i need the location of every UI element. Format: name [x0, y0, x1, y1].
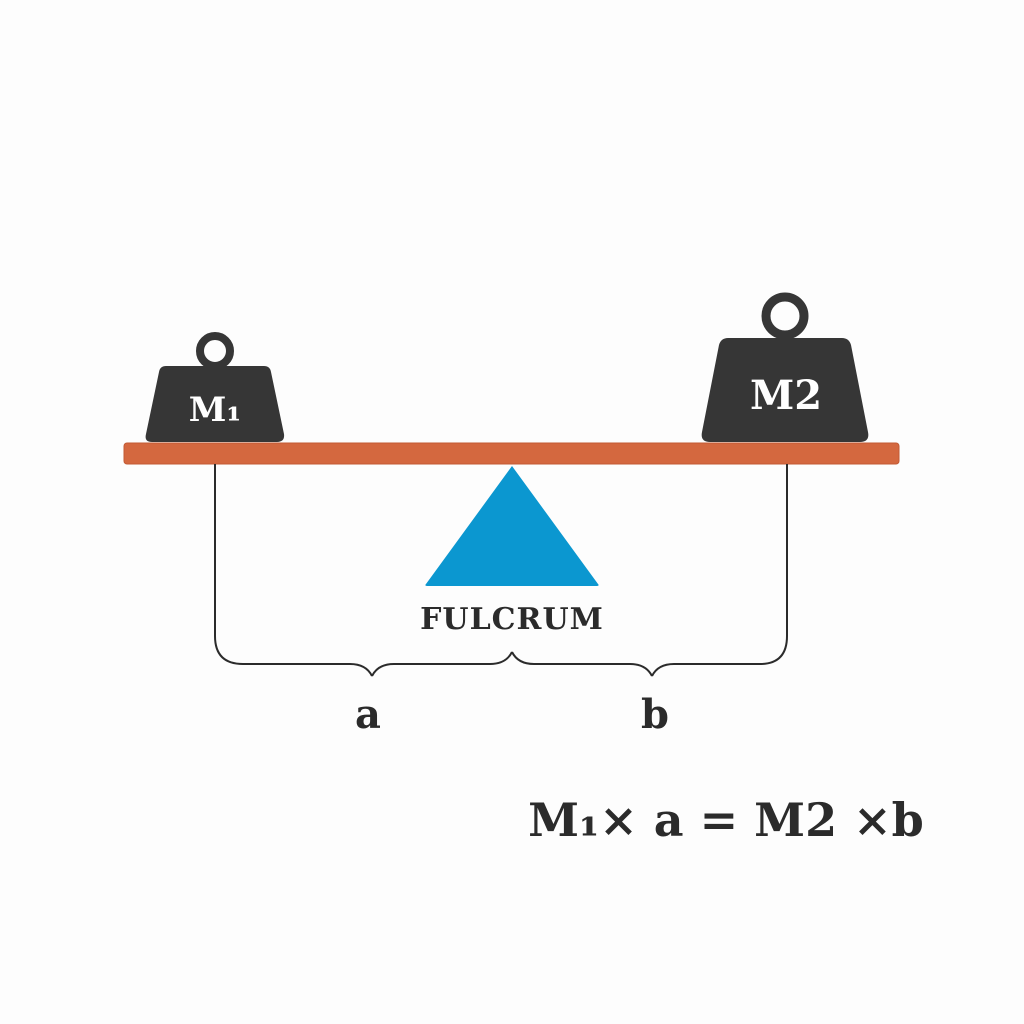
distance-a-label: a [355, 691, 381, 738]
weight-m2-ring [761, 292, 809, 340]
left-drop-line [214, 464, 373, 677]
weight-m1-label: M₁ [189, 390, 242, 430]
weight-m2-label: M2 [750, 372, 822, 419]
weight-m2: M2 [701, 292, 869, 442]
fulcrum-label: FULCRUM [420, 602, 604, 637]
right-drop-line [651, 464, 788, 677]
distance-brackets [214, 464, 788, 677]
lever-beam [123, 442, 900, 465]
weight-m2-body [701, 338, 869, 442]
weight-m1-body [145, 366, 285, 442]
fulcrum-triangle [425, 466, 599, 586]
equilibrium-equation: M₁× a = M2 ×b [528, 793, 924, 847]
distance-b-label: b [641, 691, 669, 738]
weight-m1: M₁ [145, 332, 285, 442]
weight-m1-ring [196, 332, 234, 370]
right-brace-segment [511, 651, 653, 677]
left-brace-segment [371, 651, 513, 677]
